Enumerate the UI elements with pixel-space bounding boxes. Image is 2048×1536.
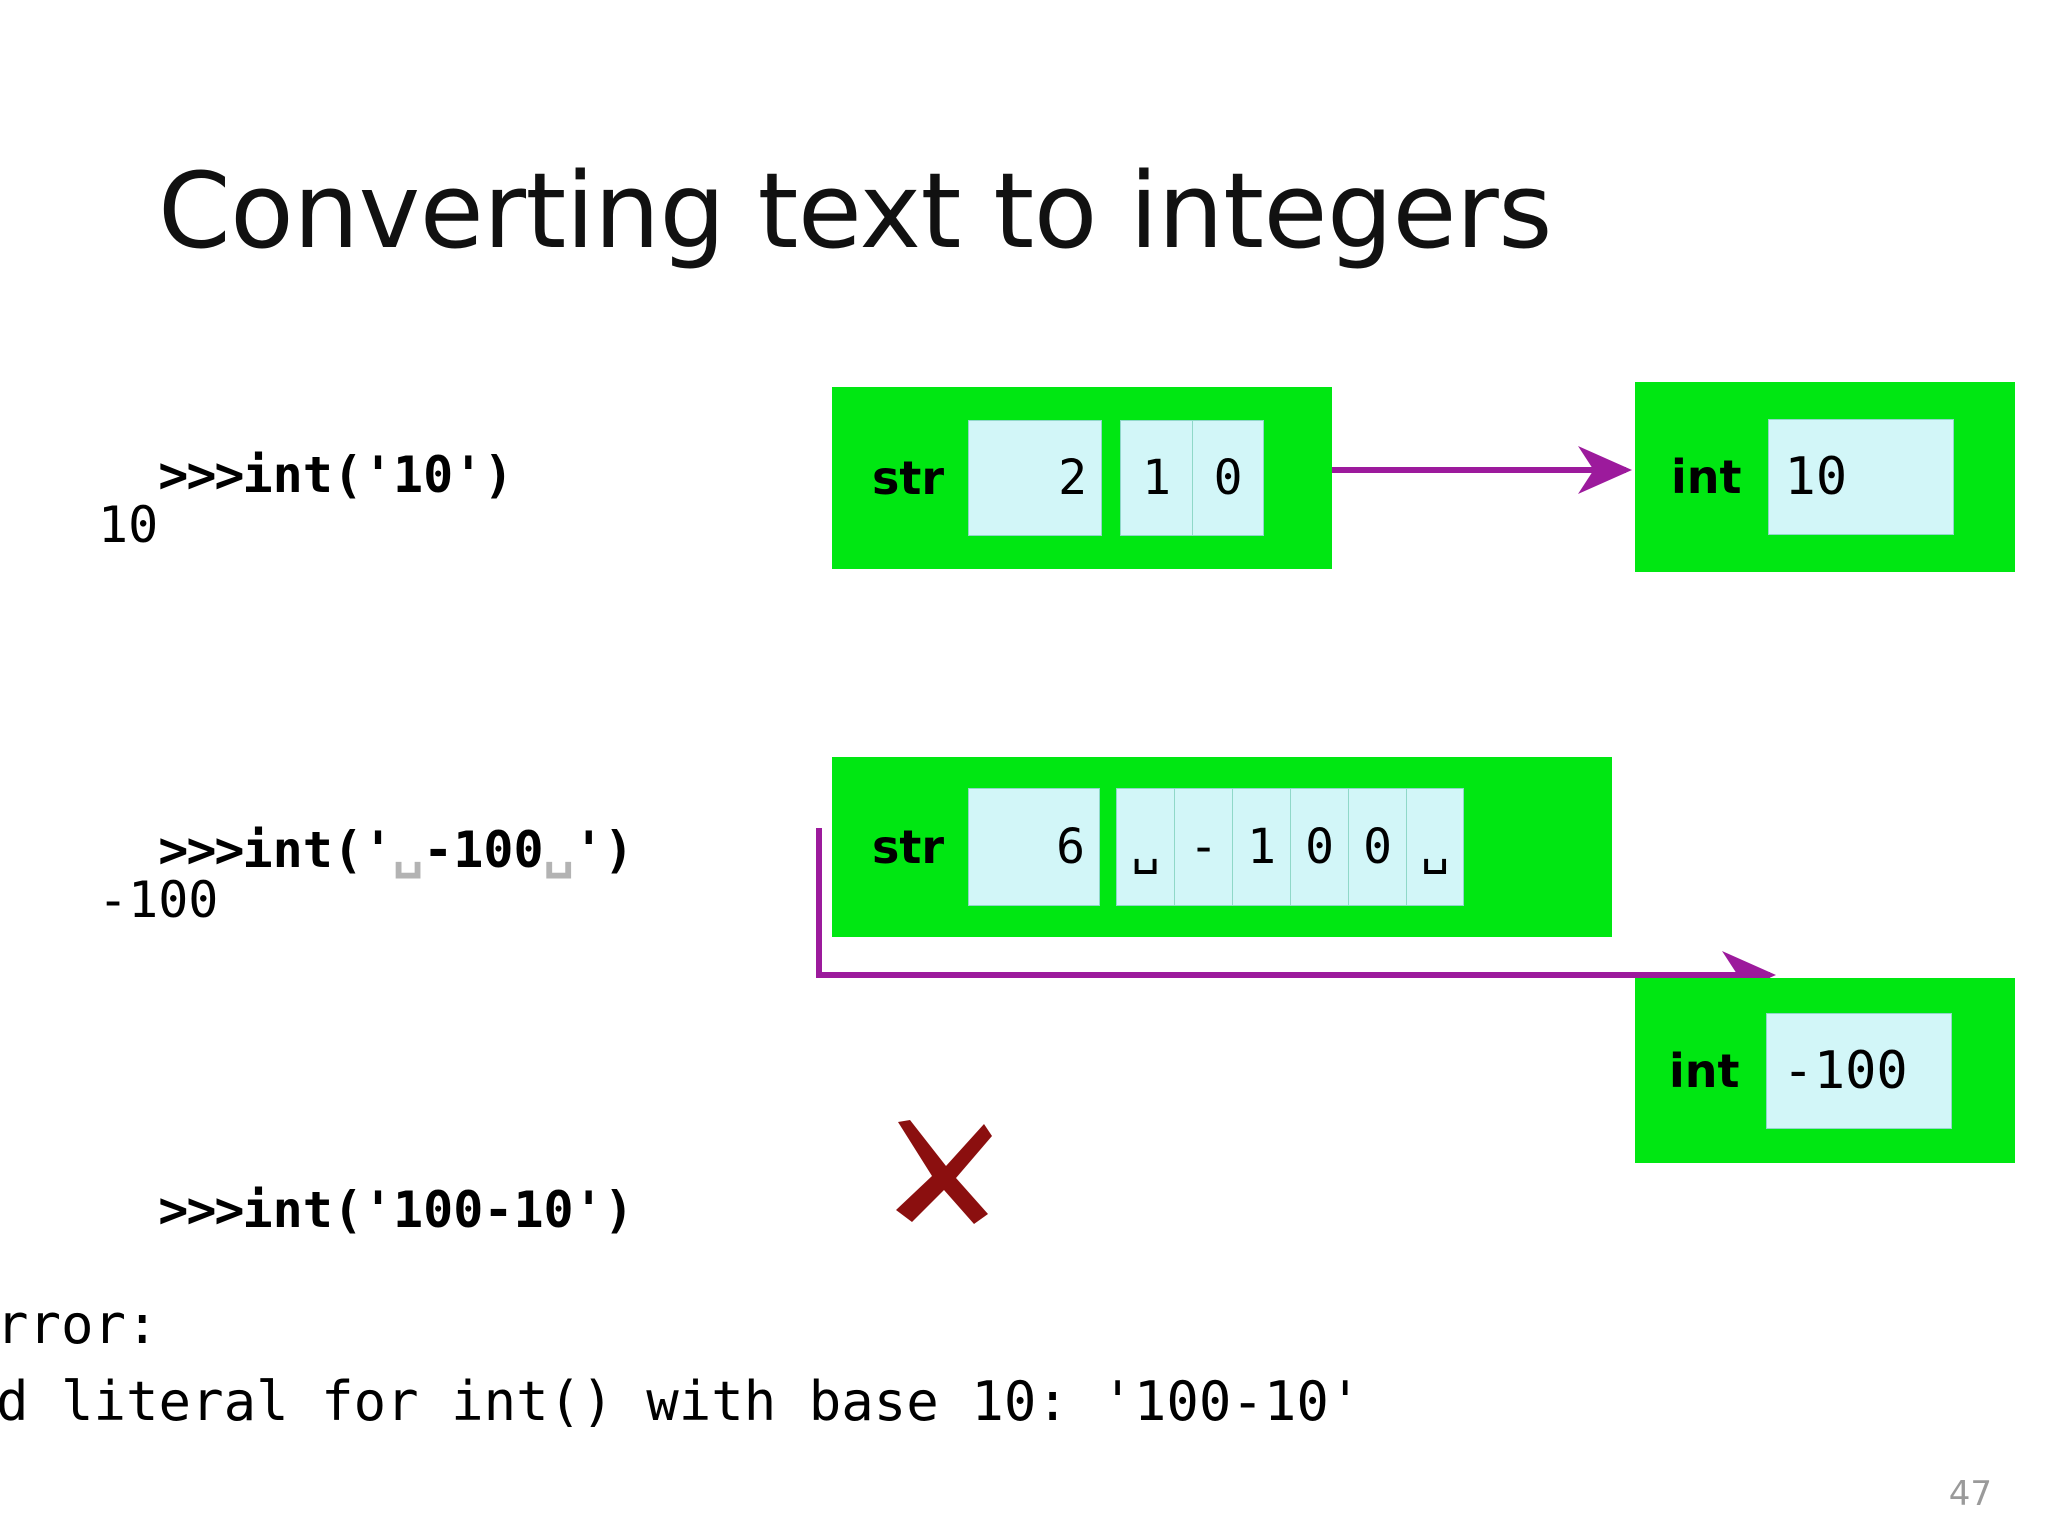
str-char-cell: 1 <box>1120 420 1193 536</box>
str-char-strip-2: ␣ - 1 0 0 ␣ <box>1116 788 1465 906</box>
str-char-cell: 0 <box>1290 788 1349 906</box>
console-line-3: >>>int('100-10') <box>98 1135 634 1235</box>
console-line-1: >>>int('10') <box>98 400 513 500</box>
error-line-2: d literal for int() with base 10: '100-1… <box>0 1370 1362 1433</box>
str-object-box-2: str 6 ␣ - 1 0 0 ␣ <box>832 757 1612 937</box>
str-length-cell-2: 6 <box>968 788 1101 906</box>
console-statement-2-close: ') <box>573 821 634 879</box>
console-statement-1: int('10') <box>242 446 514 504</box>
str-type-label-2: str <box>872 820 945 874</box>
error-line-1: rror: <box>0 1293 159 1356</box>
console-statement-2-open: int(' <box>242 821 394 879</box>
int-value-cell-1: 10 <box>1767 419 1954 535</box>
str-char-strip-1: 1 0 <box>1120 420 1265 536</box>
str-length-cell-1: 2 <box>968 420 1103 536</box>
console-statement-2-number: -100 <box>423 821 544 879</box>
conversion-arrow-1 <box>1332 446 1632 494</box>
console-prompt-2: >>> <box>158 821 244 879</box>
str-char-cell: ␣ <box>1406 788 1465 906</box>
space-symbol-icon: ␣ <box>543 821 574 879</box>
cross-mark-icon <box>896 1120 992 1224</box>
page-number: 47 <box>1948 1474 1992 1514</box>
console-output-1: 10 <box>98 496 159 554</box>
console-line-2: >>>int('␣-100␣') <box>98 775 634 875</box>
int-type-label-1: int <box>1671 450 1742 504</box>
str-char-cell: 1 <box>1232 788 1291 906</box>
page-title: Converting text to integers <box>158 150 1552 272</box>
str-type-label-1: str <box>872 451 945 505</box>
console-output-2: -100 <box>98 871 219 929</box>
int-value-cell-2: -100 <box>1765 1012 1952 1129</box>
int-object-box-1: int 10 <box>1635 382 2015 572</box>
str-object-box-1: str 2 1 0 <box>832 387 1332 569</box>
space-symbol-icon: ␣ <box>393 821 424 879</box>
str-char-cell: 0 <box>1348 788 1407 906</box>
str-char-cell: - <box>1174 788 1233 906</box>
console-prompt-3: >>> <box>158 1181 244 1239</box>
str-char-cell: ␣ <box>1116 788 1175 906</box>
console-prompt-1: >>> <box>158 446 244 504</box>
console-statement-3: int('100-10') <box>242 1181 634 1239</box>
int-object-box-2: int -100 <box>1635 978 2015 1163</box>
str-char-cell: 0 <box>1192 420 1265 536</box>
int-type-label-2: int <box>1669 1043 1740 1098</box>
conversion-arrow-2 <box>816 828 1776 999</box>
